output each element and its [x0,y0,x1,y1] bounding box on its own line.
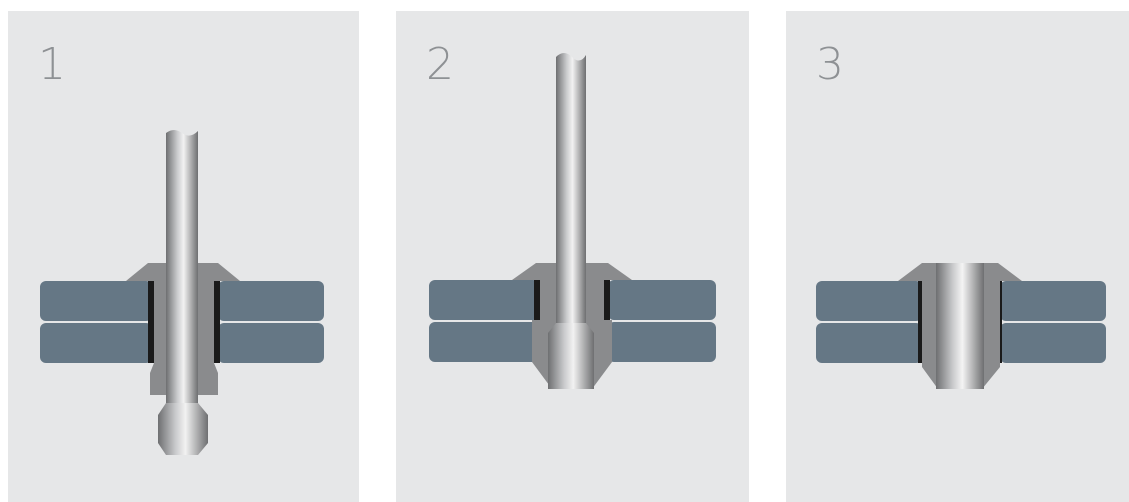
upper-right-plate [218,281,324,321]
lower-right-plate [1000,323,1106,363]
step-3-number: 3 [816,39,844,90]
lower-right-plate [218,323,324,363]
mandrel [166,130,198,403]
upper-right-plate [1000,281,1106,321]
upper-left-plate [816,281,922,321]
upper-left-plate [40,281,152,321]
rivet-bore [936,263,984,389]
step-1-illustration [40,130,324,455]
mandrel-head [158,403,208,455]
upper-right-plate [608,280,716,320]
step-2-panel: 2 [396,11,749,502]
lower-right-plate [608,322,716,362]
step-2-number: 2 [426,39,454,90]
lower-left-plate [40,323,152,363]
step-1-number: 1 [38,39,66,90]
step-3-illustration [816,263,1106,389]
mandrel [556,53,586,323]
step-1-panel: 1 [8,11,359,502]
lower-left-plate [816,323,922,363]
step-2-illustration [429,53,716,389]
lower-left-plate [429,322,539,362]
step-3-panel: 3 [786,11,1129,502]
upper-left-plate [429,280,539,320]
mandrel-head [548,323,594,389]
